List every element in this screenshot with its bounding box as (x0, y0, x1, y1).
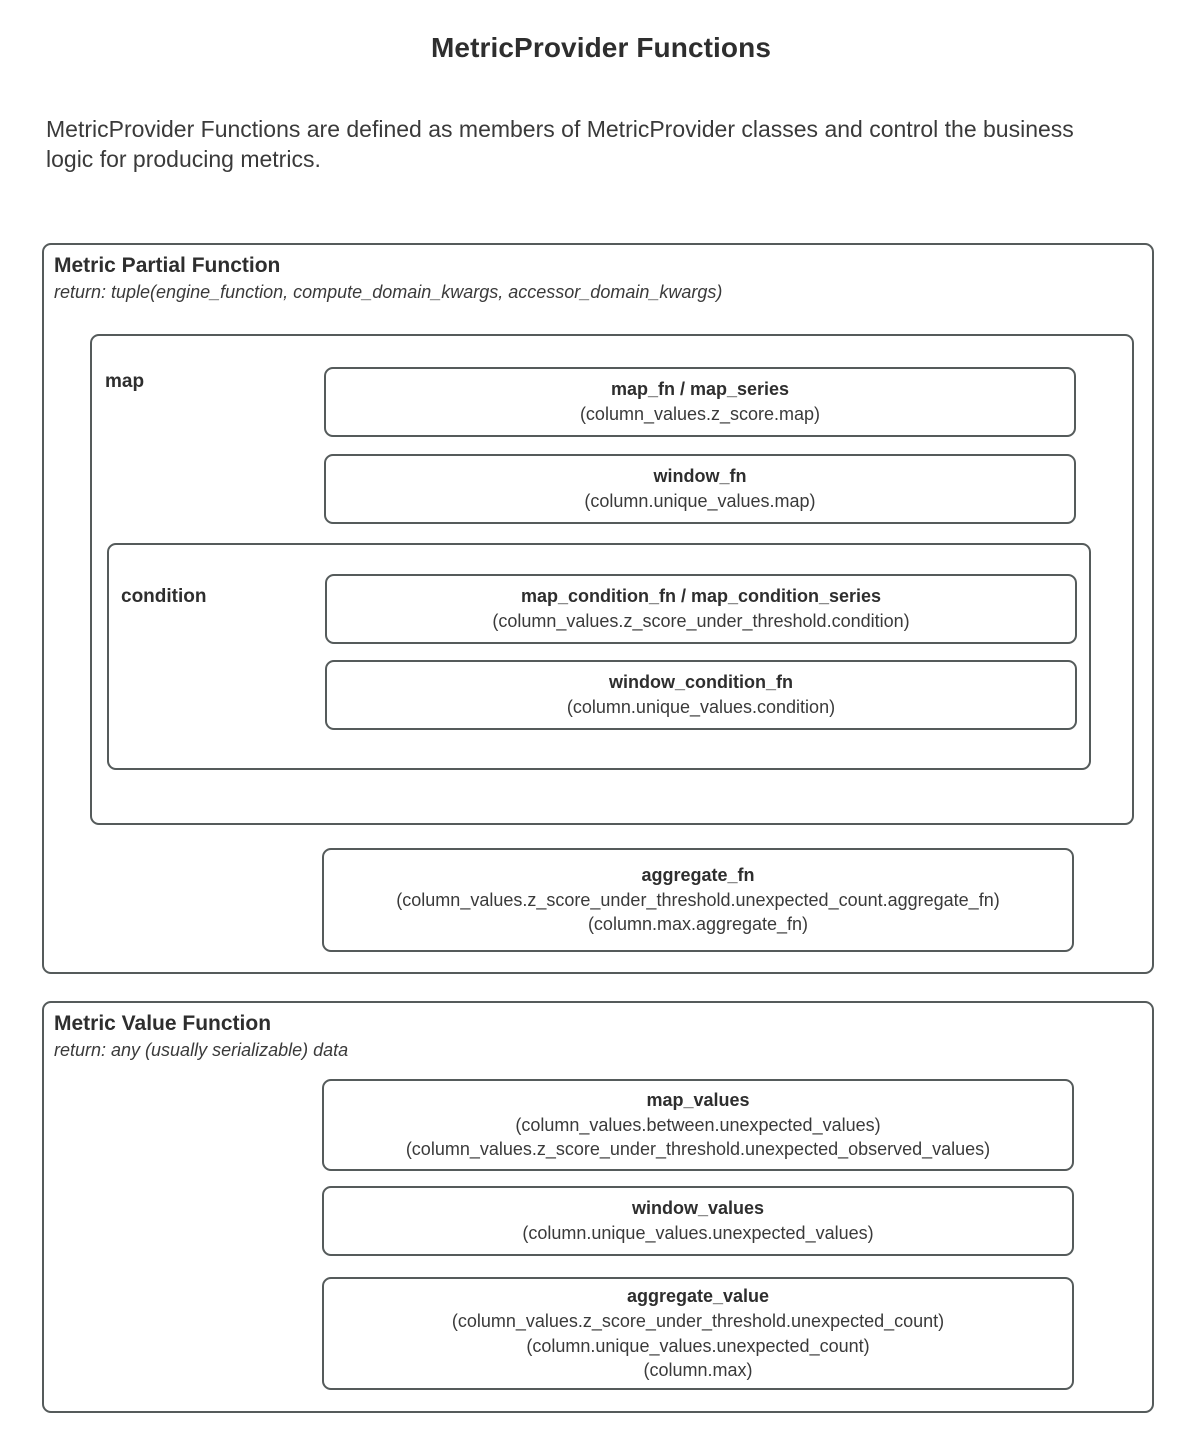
section-title: Metric Value Function (54, 1012, 272, 1035)
function-name: window_fn (653, 466, 747, 487)
section-metric-value-function: Metric Value Function return: any (usual… (42, 1001, 1154, 1413)
function-path: (column.unique_values.unexpected_values) (522, 1223, 874, 1243)
function-path: (column.max.aggregate_fn) (587, 914, 809, 935)
function-box-map-fn[interactable]: map_fn / map_series (column_values.z_sco… (324, 367, 1076, 437)
function-name: window_values (631, 1198, 765, 1219)
function-name: window_condition_fn (609, 672, 793, 693)
function-box-window-fn[interactable]: window_fn (column.unique_values.map) (324, 454, 1076, 524)
function-name: map_condition_fn / map_condition_series (520, 586, 882, 607)
function-box-window-condition-fn[interactable]: window_condition_fn (column.unique_value… (325, 660, 1077, 730)
function-path: (column.max) (643, 1360, 753, 1381)
function-path: (column.unique_values.map) (584, 491, 816, 511)
section-header: Metric Partial Function return: tuple(en… (44, 245, 1152, 304)
group-label-condition: condition (121, 586, 207, 607)
function-name: aggregate_value (626, 1285, 770, 1306)
section-title: Metric Partial Function (54, 254, 281, 277)
function-path: (column_values.z_score_under_threshold.u… (396, 889, 1000, 910)
function-box-window-values[interactable]: window_values (column.unique_values.unex… (322, 1186, 1074, 1256)
group-condition: condition map_condition_fn / map_conditi… (107, 543, 1091, 770)
section-header: Metric Value Function return: any (usual… (44, 1003, 1152, 1062)
group-map: map map_fn / map_series (column_values.z… (90, 334, 1134, 825)
function-path: (column_values.z_score_under_threshold.u… (405, 1139, 991, 1160)
function-path: (column.unique_values.condition) (566, 697, 836, 717)
function-path: (column_values.z_score.map) (579, 404, 821, 424)
function-box-map-values[interactable]: map_values (column_values.between.unexpe… (322, 1079, 1074, 1171)
section-metric-partial-function: Metric Partial Function return: tuple(en… (42, 243, 1154, 974)
function-path: (column_values.z_score_under_threshold.u… (451, 1310, 945, 1331)
function-box-map-condition-fn[interactable]: map_condition_fn / map_condition_series … (325, 574, 1077, 644)
function-box-aggregate-value[interactable]: aggregate_value (column_values.z_score_u… (322, 1277, 1074, 1390)
function-name: map_fn / map_series (610, 379, 790, 400)
function-path: (column.unique_values.unexpected_count) (526, 1335, 870, 1356)
section-return-signature: return: any (usually serializable) data (54, 1039, 349, 1060)
function-name: aggregate_fn (641, 864, 755, 885)
function-name: map_values (646, 1089, 750, 1110)
section-return-signature: return: tuple(engine_function, compute_d… (54, 281, 723, 302)
function-path: (column_values.z_score_under_threshold.c… (492, 611, 910, 631)
group-label-map: map (105, 371, 145, 392)
function-box-aggregate-fn[interactable]: aggregate_fn (column_values.z_score_unde… (322, 848, 1074, 952)
page-title: MetricProvider Functions (430, 32, 771, 63)
function-path: (column_values.between.unexpected_values… (515, 1114, 881, 1135)
page-intro-text: MetricProvider Functions are defined as … (46, 116, 1074, 173)
